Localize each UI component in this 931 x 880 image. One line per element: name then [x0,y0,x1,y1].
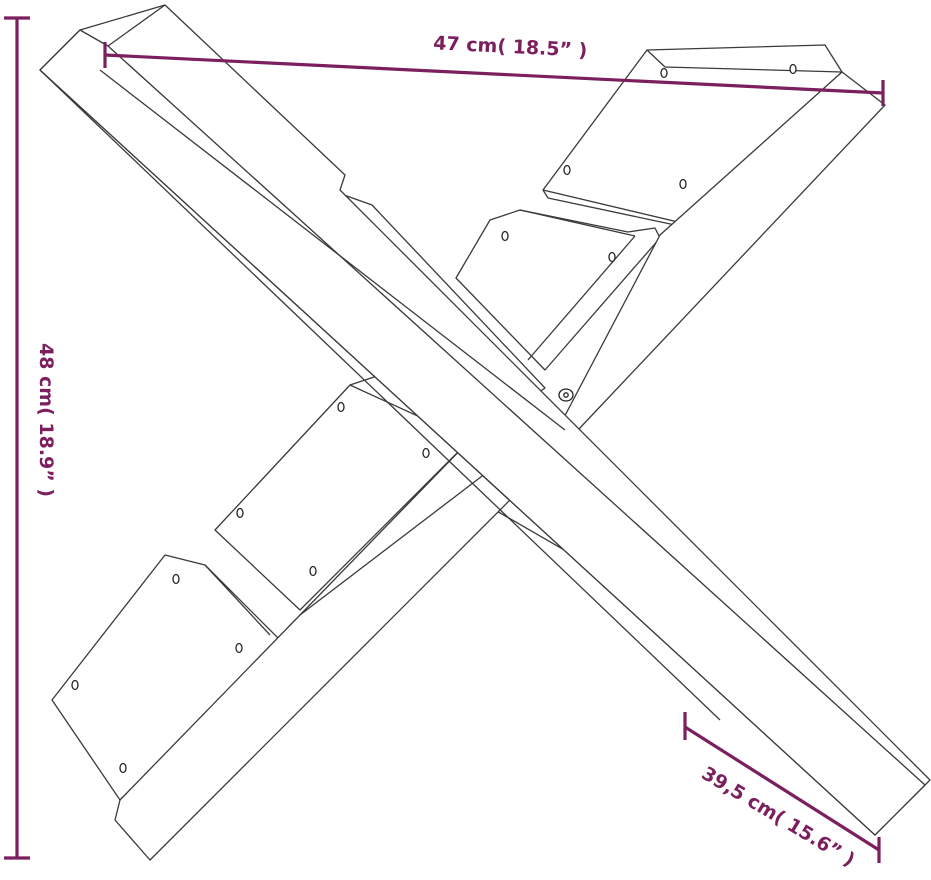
screw-hole-icon [309,565,317,577]
screw-hole-icon [172,573,180,585]
screw-hole-icon [337,401,345,413]
slat-bottom-left-lower [51,554,281,801]
screw-hole-icon [236,507,244,519]
width-label: 47 cm( 18.5” ) [433,32,588,62]
screw-hole-icon [563,164,571,176]
slat-top-right-lower [455,209,661,371]
height-dimension: 48 cm( 18.9” ) [4,16,57,860]
slat-top-right-upper [542,44,843,226]
screw-hole-icon [71,679,79,691]
screw-hole-icon [789,63,797,75]
front-leg [39,4,931,836]
screw-hole-icon [235,642,243,654]
screw-hole-icon [422,447,430,459]
screw-hole-icon [679,178,687,190]
upper-right-rail [559,71,886,431]
screw-hole-icon [501,230,509,242]
height-label: 48 cm( 18.9” ) [35,343,57,497]
screw-hole-icon [660,67,668,79]
screw-hole-icon [119,762,127,774]
screw-hole-icon [608,251,616,263]
